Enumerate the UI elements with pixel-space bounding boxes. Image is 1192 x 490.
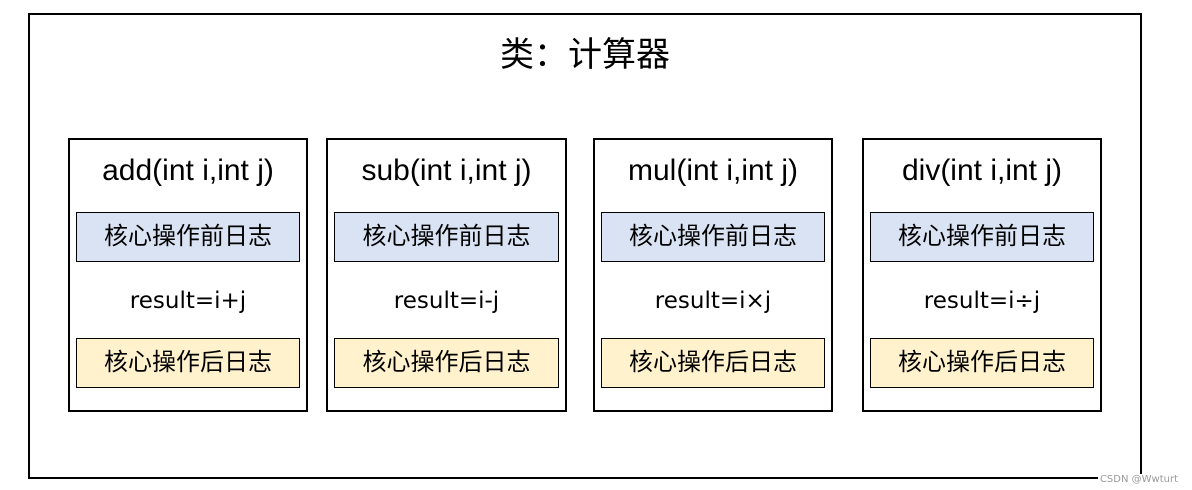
before-log-box: 核心操作前日志: [601, 212, 825, 262]
method-box-div: div(int i,int j) 核心操作前日志 result=i÷j 核心操作…: [862, 138, 1102, 412]
before-log-box: 核心操作前日志: [76, 212, 300, 262]
before-log-box: 核心操作前日志: [334, 212, 559, 262]
method-signature: sub(int i,int j): [361, 154, 532, 187]
method-signature: div(int i,int j): [901, 154, 1063, 187]
after-log-box: 核心操作后日志: [76, 338, 300, 388]
result-expression: result=i÷j: [923, 288, 1041, 314]
after-log-box: 核心操作后日志: [870, 338, 1094, 388]
method-signature: mul(int i,int j): [627, 154, 799, 187]
watermark: CSDN @Wwturt: [1097, 474, 1180, 486]
result-expression: result=i-j: [393, 288, 500, 314]
method-box-add: add(int i,int j) 核心操作前日志 result=i+j 核心操作…: [68, 138, 308, 412]
result-expression: result=i+j: [129, 288, 247, 314]
result-expression: result=i×j: [654, 288, 772, 314]
method-box-sub: sub(int i,int j) 核心操作前日志 result=i-j 核心操作…: [326, 138, 567, 412]
method-signature: add(int i,int j): [102, 154, 274, 187]
after-log-box: 核心操作后日志: [601, 338, 825, 388]
after-log-box: 核心操作后日志: [334, 338, 559, 388]
class-title: 类：计算器: [500, 35, 670, 75]
before-log-box: 核心操作前日志: [870, 212, 1094, 262]
method-box-mul: mul(int i,int j) 核心操作前日志 result=i×j 核心操作…: [593, 138, 833, 412]
class-container: 类：计算器: [28, 13, 1142, 479]
